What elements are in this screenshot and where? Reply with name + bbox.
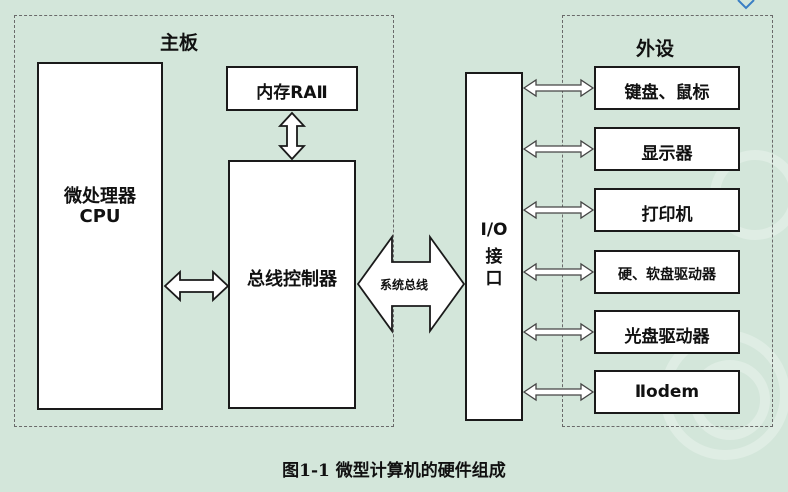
peripherals-title: 外设 [636, 38, 675, 60]
cpu-bus-arrow [163, 269, 230, 303]
peripheral-optical-drive: 光盘驱动器 [594, 310, 740, 354]
peripheral-label: Ⅱodem [634, 382, 700, 402]
peripheral-printer: 打印机 [594, 188, 740, 232]
cpu-label: 微处理器 [64, 186, 136, 207]
peripherals-region [562, 15, 773, 427]
io-peripheral-arrow [522, 78, 595, 98]
peripheral-label: 硬、软盘驱动器 [618, 267, 716, 283]
peripheral-modem: Ⅱodem [594, 370, 740, 414]
peripheral-display: 显示器 [594, 127, 740, 171]
io-peripheral-arrow [522, 322, 595, 342]
io-label: I/O [480, 220, 508, 240]
io-label-char-2: 口 [485, 269, 503, 289]
ram-label: 内存RAⅡ [256, 83, 328, 103]
peripheral-label: 键盘、鼠标 [624, 83, 710, 103]
ram-box: 内存RAⅡ [226, 66, 358, 111]
io-peripheral-arrow [522, 139, 595, 159]
io-peripheral-arrow [522, 200, 595, 220]
system-bus-arrow [356, 234, 466, 334]
io-peripheral-arrow [522, 262, 595, 282]
figure-caption: 图1-1 微型计算机的硬件组成 [282, 461, 506, 481]
peripheral-label: 显示器 [641, 144, 693, 164]
mainboard-region [14, 15, 394, 427]
io-label-char-1: 接 [485, 247, 503, 267]
corner-marker-icon [737, 0, 755, 10]
peripheral-label: 打印机 [641, 205, 693, 225]
peripheral-keyboard-mouse: 键盘、鼠标 [594, 66, 740, 110]
peripheral-disk-drive: 硬、软盘驱动器 [594, 250, 740, 294]
ram-bus-arrow [277, 111, 307, 161]
peripheral-label: 光盘驱动器 [624, 327, 710, 347]
system-bus-label: 系统总线 [380, 278, 429, 292]
io-interface-box: I/O 接 口 [465, 72, 523, 421]
bus-controller-label: 总线控制器 [247, 269, 337, 290]
mainboard-title: 主板 [160, 32, 199, 54]
cpu-box: 微处理器 CPU [37, 62, 163, 410]
io-peripheral-arrow [522, 382, 595, 402]
cpu-sublabel: CPU [79, 206, 121, 227]
bus-controller-box: 总线控制器 [228, 160, 356, 409]
